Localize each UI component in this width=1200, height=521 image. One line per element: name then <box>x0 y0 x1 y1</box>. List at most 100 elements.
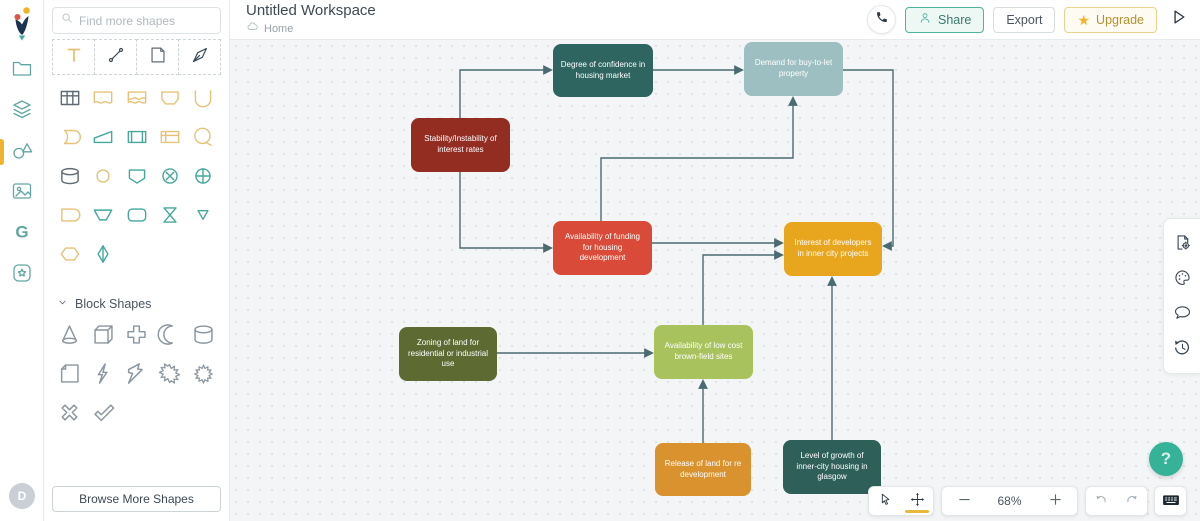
diagram-node-lowcost[interactable]: Availability of low cost brown-field sit… <box>654 325 753 379</box>
rail-item-shapes[interactable] <box>0 137 44 167</box>
circle-shape[interactable] <box>86 164 119 192</box>
theme-palette-button[interactable] <box>1164 261 1200 296</box>
diagram-node-release[interactable]: Release of land for re development <box>655 443 751 496</box>
explosion-shape-icon <box>156 360 183 392</box>
undo-button[interactable] <box>1086 487 1117 515</box>
redo-button[interactable] <box>1117 487 1148 515</box>
rail-item-google[interactable]: G <box>0 219 44 249</box>
connector-tool[interactable] <box>94 39 137 75</box>
section-title: Block Shapes <box>75 297 152 311</box>
internal-storage-shape[interactable] <box>153 125 186 153</box>
diagram-node-zoning[interactable]: Zoning of land for residential or indust… <box>399 327 497 381</box>
loop-shape[interactable] <box>187 125 220 153</box>
help-button[interactable]: ? <box>1149 442 1183 476</box>
connector-lowcost-to-interest[interactable] <box>702 250 784 325</box>
explosion-shape[interactable] <box>153 362 186 390</box>
present-button[interactable] <box>1168 7 1188 32</box>
keyboard-shortcuts-button[interactable] <box>1155 487 1186 515</box>
page-settings-button[interactable] <box>1164 226 1200 261</box>
lightning2-shape[interactable] <box>120 362 153 390</box>
triangle-down-shape[interactable] <box>187 203 220 231</box>
double-wave-shape[interactable] <box>120 86 153 114</box>
hourglass-shape[interactable] <box>153 203 186 231</box>
breadcrumb-home: Home <box>264 22 294 35</box>
diagram-node-funding[interactable]: Availability of funding for housing deve… <box>553 221 652 275</box>
card-shape[interactable] <box>153 86 186 114</box>
diagram-node-degree[interactable]: Degree of confidence in housing market <box>553 44 653 97</box>
connector-funding-to-demand[interactable] <box>600 96 798 221</box>
lightning-shape[interactable] <box>86 362 119 390</box>
diagram-node-stability[interactable]: Stability/Instability of interest rates <box>411 118 510 172</box>
explosion2-shape[interactable] <box>187 362 220 390</box>
note-shape[interactable] <box>53 362 86 390</box>
cube-shape-icon <box>90 321 117 353</box>
call-button[interactable] <box>866 5 896 34</box>
hourglass-shape-icon <box>157 202 183 233</box>
magnet-shape[interactable] <box>187 86 220 114</box>
history-button[interactable] <box>1164 331 1200 366</box>
predefined-process-shape[interactable] <box>120 125 153 153</box>
table-shape[interactable] <box>53 86 86 114</box>
hexagon-shape[interactable] <box>53 242 87 270</box>
cross-shape[interactable] <box>120 323 153 351</box>
display-shape[interactable] <box>53 125 86 153</box>
select-tool-button[interactable] <box>869 487 901 515</box>
rounded-rect-shape[interactable] <box>120 203 153 231</box>
zoom-out-button[interactable] <box>948 487 980 515</box>
export-button[interactable]: Export <box>993 6 1056 33</box>
check-mark-shape[interactable] <box>87 401 121 429</box>
history-group <box>1085 486 1148 516</box>
circled-plus-shape[interactable] <box>187 164 220 192</box>
share-button[interactable]: Share <box>904 6 985 33</box>
breadcrumb[interactable]: Home <box>246 20 376 37</box>
d-rect-shape[interactable] <box>53 203 86 231</box>
app-logo-icon[interactable] <box>5 5 39 41</box>
x-mark-shape[interactable] <box>53 401 87 429</box>
wave-shape[interactable] <box>86 86 119 114</box>
frame-tool[interactable] <box>136 39 179 75</box>
narrow-diamond-shape[interactable] <box>87 242 121 270</box>
folder-icon <box>10 56 34 85</box>
browse-more-shapes-button[interactable]: Browse More Shapes <box>52 486 221 512</box>
user-avatar[interactable]: D <box>9 483 35 509</box>
pan-tool-button[interactable] <box>901 487 933 515</box>
cylinder2-shape[interactable] <box>187 323 220 351</box>
cylinder2-shape-icon <box>190 321 217 353</box>
cone-shape[interactable] <box>53 323 86 351</box>
rail-item-folder[interactable] <box>0 55 44 85</box>
connector-stability-to-funding[interactable] <box>459 172 553 253</box>
diagram-node-growth[interactable]: Level of growth of inner-city housing in… <box>783 440 881 494</box>
rail-item-image[interactable] <box>0 178 44 208</box>
connector-demand-to-interest[interactable] <box>843 69 894 251</box>
text-tool[interactable] <box>52 39 95 75</box>
pointer-tool-group <box>868 486 934 516</box>
d-rect-shape-icon <box>57 202 83 233</box>
diagram-node-interest[interactable]: Interest of developers in inner city pro… <box>784 222 882 276</box>
rail-item-layers[interactable] <box>0 96 44 126</box>
freehand-tool[interactable] <box>178 39 221 75</box>
diagram-node-demand[interactable]: Demand for buy-to-let property <box>744 42 843 96</box>
moon-shape[interactable] <box>153 323 186 351</box>
cube-shape[interactable] <box>86 323 119 351</box>
triangle-down-shape-icon <box>190 202 216 233</box>
rail-item-sticker[interactable] <box>0 260 44 290</box>
connector-stability-to-degree[interactable] <box>459 65 553 118</box>
trapezoid-shape-icon <box>90 124 116 155</box>
block-shapes-header[interactable]: Block Shapes <box>56 296 229 312</box>
workspace-title[interactable]: Untitled Workspace <box>246 2 376 19</box>
trapezoid-shape[interactable] <box>86 125 119 153</box>
shape-search-input[interactable] <box>79 13 213 28</box>
shield-shape[interactable] <box>120 164 153 192</box>
upgrade-button[interactable]: ★ Upgrade <box>1064 6 1157 33</box>
shape-grid <box>44 86 229 270</box>
layers-icon <box>10 97 34 126</box>
cylinder-shape[interactable] <box>53 164 86 192</box>
zoom-level[interactable]: 68% <box>997 494 1022 508</box>
image-icon <box>10 179 34 208</box>
comments-button[interactable] <box>1164 296 1200 331</box>
circled-x-shape[interactable] <box>153 164 186 192</box>
diagram-canvas[interactable]: Degree of confidence in housing market De… <box>230 40 1200 521</box>
hexagon-shape-icon <box>57 241 83 272</box>
inverted-trapezoid-shape[interactable] <box>86 203 119 231</box>
zoom-in-button[interactable] <box>1039 487 1071 515</box>
